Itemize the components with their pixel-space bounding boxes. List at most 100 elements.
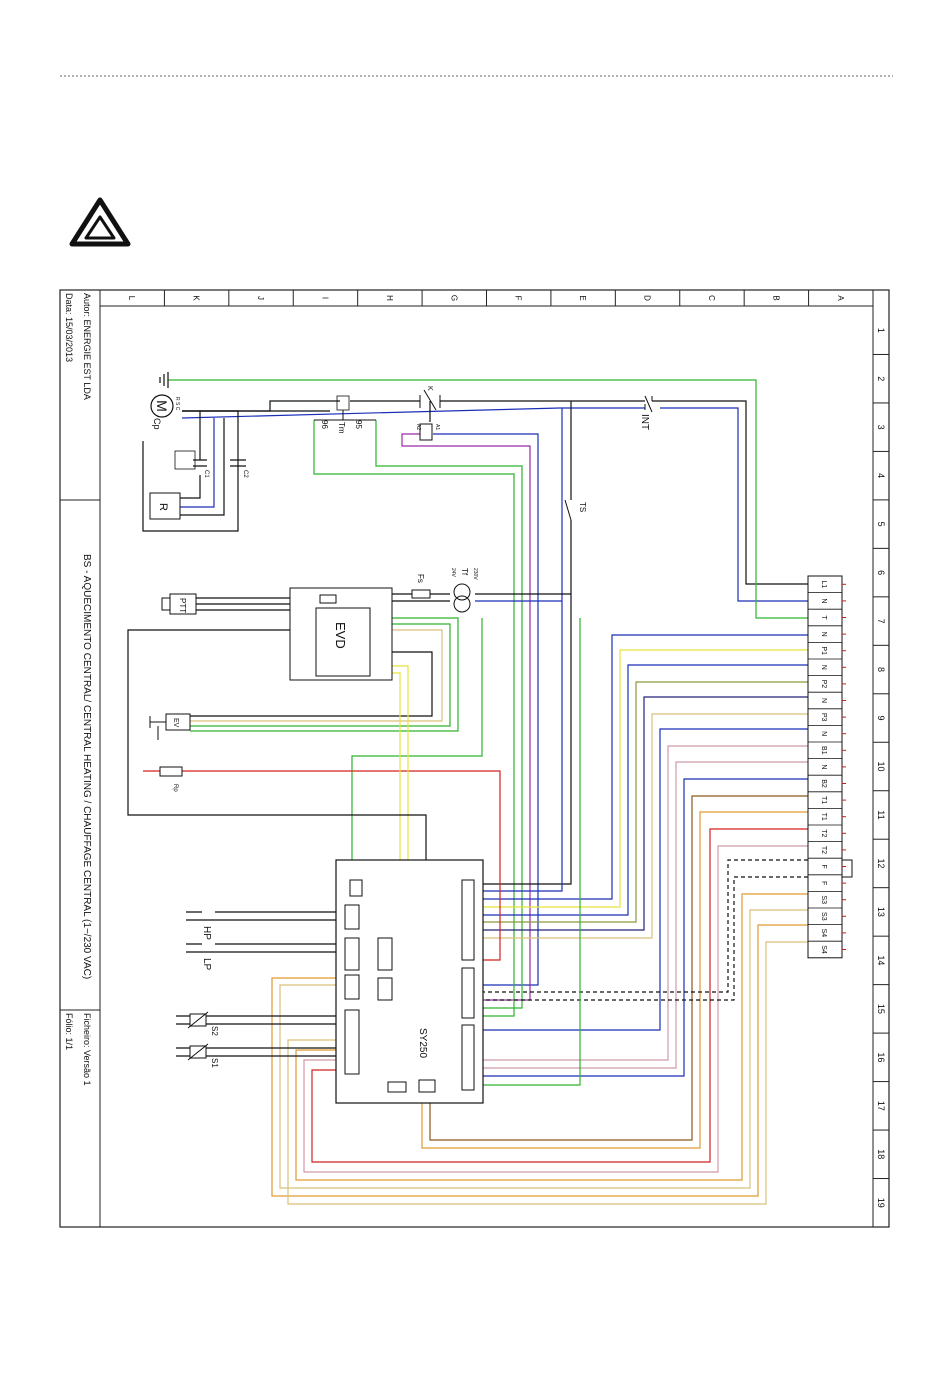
terminal-label: N [820,632,827,637]
grid-number: 15 [876,1004,886,1014]
relay-r: R [149,492,181,520]
thermal-protector: 95 96 Tm [314,395,376,434]
terminal-label: T2 [820,846,827,854]
date-label: Data: 15/03/2013 [64,293,74,362]
transformer-label: Tf [460,568,469,576]
grid-letter: B [771,295,780,300]
grid-number: 7 [876,619,886,624]
ts-switch: TS [564,499,587,521]
int-label: INT [639,414,650,430]
thermal-95: 95 [354,420,363,429]
grid-letter: L [127,296,136,301]
file-version-label: Ficheiro: Versão 1 [82,1013,92,1086]
terminal-label: S3 [820,895,827,904]
contactor-a2: A2 [415,424,421,430]
sheet-label: Fólio: 1/1 [64,1013,74,1050]
sensor-s1: S1 [187,1043,219,1068]
grid-letter: F [514,296,523,301]
terminal-label: P2 [820,680,827,689]
grid-number: 1 [876,328,886,333]
terminal-label: F [820,881,827,885]
fuse-fs: Fs [411,574,431,599]
diagram-title: BS - AQUECIMENTO CENTRAL/ CENTRAL HEATIN… [81,554,92,979]
grid-letter: J [256,296,265,300]
motor-symbol: M [154,400,170,412]
contactor-a1: A1 [434,424,440,430]
grid-number: 8 [876,667,886,672]
terminal-label: F [820,864,827,868]
warning-triangle-icon [69,197,131,247]
grid-number: 3 [876,425,886,430]
thermal-label: Tm [337,422,346,434]
grid-letter: D [643,295,652,301]
terminal-label: N [820,698,827,703]
s2-label: S2 [210,1026,219,1036]
terminal-label: L1 [820,580,827,588]
terminal-label: S4 [820,929,827,938]
relay-label: R [157,503,169,511]
terminal-label: B2 [820,779,827,788]
grid-number: 19 [876,1198,886,1208]
s1-label: S1 [210,1058,219,1068]
terminal-label: T2 [820,829,827,837]
grid-letter: K [192,295,201,301]
grid-number: 10 [876,761,886,771]
terminal-label: N [820,764,827,769]
motor-pins: R S C [174,397,180,411]
thermal-96: 96 [320,420,329,429]
transformer-24v: 24V [450,568,456,578]
c1-label: C1 [203,470,209,478]
controller-label: SY250 [417,1028,428,1058]
terminal-label: T1 [820,813,827,821]
ptt-sensor: PTT [161,593,197,615]
grid-number: 2 [876,376,886,381]
resistor-rp: Rp [159,766,183,792]
grid-number: 14 [876,955,886,965]
terminal-label: N [820,598,827,603]
transformer-230v: 230V [472,568,478,580]
terminal-label: S3 [820,912,827,921]
int-switch: INT [639,395,653,430]
grid-letter: A [836,295,845,301]
grid-letter: I [320,297,329,299]
grid-number: 11 [876,810,886,819]
ev-label: EV [172,718,179,728]
ptt-label: PTT [178,598,187,613]
c2-label: C2 [242,470,248,478]
drawing-frame [59,289,890,1228]
evd-label: EVD [333,622,348,649]
ts-label: TS [578,502,587,512]
sensor-s2: S2 [187,1011,219,1036]
terminal-label: T1 [820,796,827,804]
hp-label: HP [201,926,212,940]
terminal-label: B1 [820,746,827,755]
grid-number: 17 [876,1101,886,1111]
contactor-label: K [426,386,433,391]
grid-number: 6 [876,570,886,575]
grid-letter: H [385,295,394,301]
grid-letter: G [449,295,458,301]
grid-letter: C [707,295,716,301]
terminal-label: N [820,665,827,670]
resistor-label: Rp [172,784,178,792]
transformer-tf: Tf 230V 24V [450,568,478,613]
grid-number: 18 [876,1149,886,1159]
sy250-controller: SY250 [335,859,484,1104]
grid-number: 9 [876,716,886,721]
fuse-label: Fs [416,574,425,583]
terminal-label: S4 [820,945,827,954]
grid-number: 4 [876,473,886,478]
wires [127,372,808,1205]
motor-cp: M Cp R S C [150,394,180,430]
grid-letter: E [578,295,587,300]
terminal-label: P1 [820,646,827,655]
lp-label: LP [201,958,212,971]
evd-module: EVD [289,587,393,681]
author-label: Autor: ENERGIE EST LDA [82,293,92,400]
terminal-label: P3 [820,713,827,722]
